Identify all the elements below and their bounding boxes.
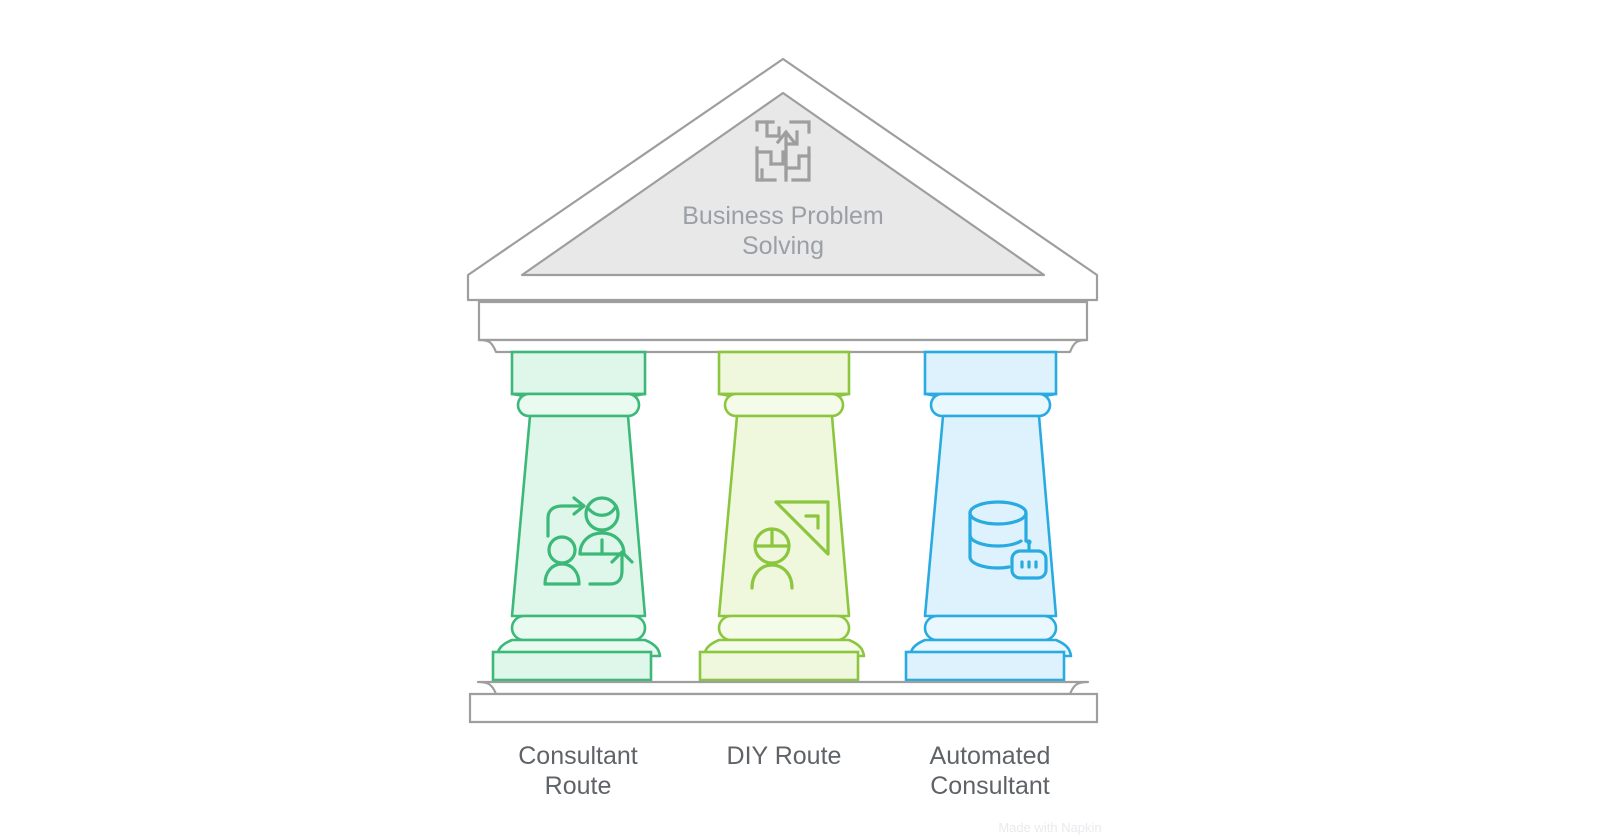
pillar-consultant-route[interactable] bbox=[491, 350, 662, 682]
pillar-label-consultant-line2: Route bbox=[545, 772, 612, 800]
pillar-shaft bbox=[923, 414, 1058, 618]
stylobate-group bbox=[468, 680, 1099, 724]
pillar-labels-group: Consultant Route DIY Route Automated Con… bbox=[518, 742, 1050, 800]
pediment-inner-triangle bbox=[520, 91, 1046, 277]
pillar-capital bbox=[923, 350, 1058, 396]
pillar-label-automated-line2: Consultant bbox=[930, 772, 1050, 800]
pillar-base-block bbox=[904, 650, 1066, 682]
maze-icon bbox=[755, 120, 811, 182]
database-robot-icon bbox=[968, 500, 1048, 580]
cornice-band bbox=[477, 338, 1089, 354]
pillar-label-automated-line1: Automated bbox=[930, 742, 1051, 770]
pillar-diy-route[interactable] bbox=[698, 350, 866, 682]
stylobate-base-slab bbox=[468, 692, 1099, 724]
pillar-shaft bbox=[717, 414, 851, 618]
pillar-capital bbox=[510, 350, 647, 396]
pillar-lower-ring bbox=[923, 614, 1058, 642]
pillar-upper-ring bbox=[929, 392, 1052, 418]
stylobate-upper-step bbox=[476, 680, 1090, 696]
person-set-square-icon bbox=[750, 500, 830, 590]
pillar-upper-ring bbox=[723, 392, 845, 418]
pillar-lower-ring bbox=[717, 614, 851, 642]
pillar-lower-ring bbox=[510, 614, 647, 642]
pillar-label-diy-line1: DIY Route bbox=[727, 742, 842, 770]
frieze-band bbox=[477, 300, 1089, 342]
pillar-shaft bbox=[510, 414, 647, 618]
pediment-title-line1: Business Problem bbox=[682, 202, 883, 230]
pillar-upper-ring bbox=[516, 392, 641, 418]
watermark-label: Made with Napkin bbox=[998, 820, 1101, 835]
pediment-group: Business Problem Solving bbox=[466, 57, 1099, 302]
pillar-label-consultant-line1: Consultant bbox=[518, 742, 638, 770]
entablature-group bbox=[477, 300, 1089, 354]
pediment-title-line2: Solving bbox=[742, 232, 824, 260]
people-exchange-icon bbox=[543, 496, 634, 586]
pillar-base-block bbox=[698, 650, 860, 682]
pillar-automated-consultant[interactable] bbox=[904, 350, 1073, 682]
pillar-capital bbox=[717, 350, 851, 396]
pillar-base-block bbox=[491, 650, 653, 682]
